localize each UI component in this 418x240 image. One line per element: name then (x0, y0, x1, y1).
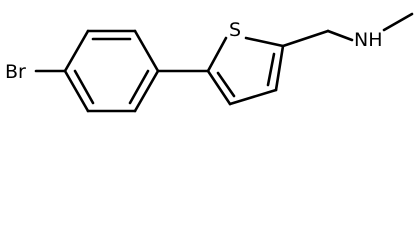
bond-c-ch2 (281, 29, 330, 48)
atom-label-s: S (229, 19, 241, 41)
bond-n-methyl (382, 12, 414, 32)
atom-label-nh: NH (354, 29, 383, 51)
benzene-ring (63, 29, 160, 113)
thiophene-ring (206, 36, 285, 106)
chemical-structure: Br S NH (5, 12, 414, 113)
bond-ch2-n (326, 29, 354, 42)
atom-label-br: Br (5, 61, 26, 83)
